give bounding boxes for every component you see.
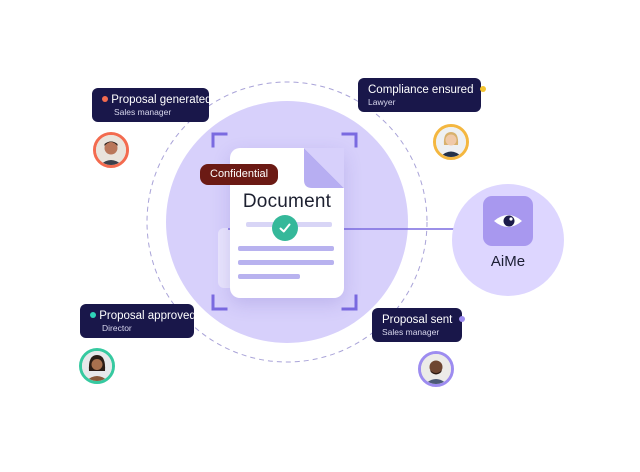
avatar-sales-manager <box>93 132 129 168</box>
eye-icon[interactable] <box>483 196 533 246</box>
status-dot <box>458 316 465 322</box>
check-icon <box>272 215 298 241</box>
step-card-proposal-generated: Proposal generated Sales manager <box>92 88 212 122</box>
avatar-lawyer <box>433 124 469 160</box>
text-line <box>238 246 334 251</box>
step-card-proposal-sent: Proposal sent Sales manager <box>372 308 465 342</box>
text-line <box>238 260 334 265</box>
status-dot <box>479 86 486 92</box>
step-title: Proposal generated <box>111 94 212 106</box>
assistant-name: AiMe <box>490 253 526 270</box>
page-fold-corner <box>304 148 344 188</box>
step-card-proposal-approved: Proposal approved Director <box>80 304 196 338</box>
avatar-sales-manager-2 <box>418 351 454 387</box>
avatar-director <box>79 348 115 384</box>
text-line <box>238 274 300 279</box>
step-role: Sales manager <box>114 107 172 117</box>
document-card[interactable]: Document <box>230 148 344 298</box>
scan-frame-brackets <box>211 132 358 311</box>
step-title: Proposal sent <box>382 314 453 326</box>
step-role: Sales manager <box>382 327 440 337</box>
step-role: Lawyer <box>368 97 396 107</box>
document-title: Document <box>242 191 332 212</box>
step-title: Proposal approved <box>99 310 196 322</box>
confidential-badge: Confidential <box>200 164 279 185</box>
outer-dashed-ring <box>146 81 428 363</box>
step-title: Compliance ensured <box>368 84 474 96</box>
status-dot <box>90 312 96 318</box>
step-role: Director <box>102 323 132 333</box>
status-dot <box>102 96 108 102</box>
step-card-compliance-ensured: Compliance ensured Lawyer <box>358 78 486 112</box>
